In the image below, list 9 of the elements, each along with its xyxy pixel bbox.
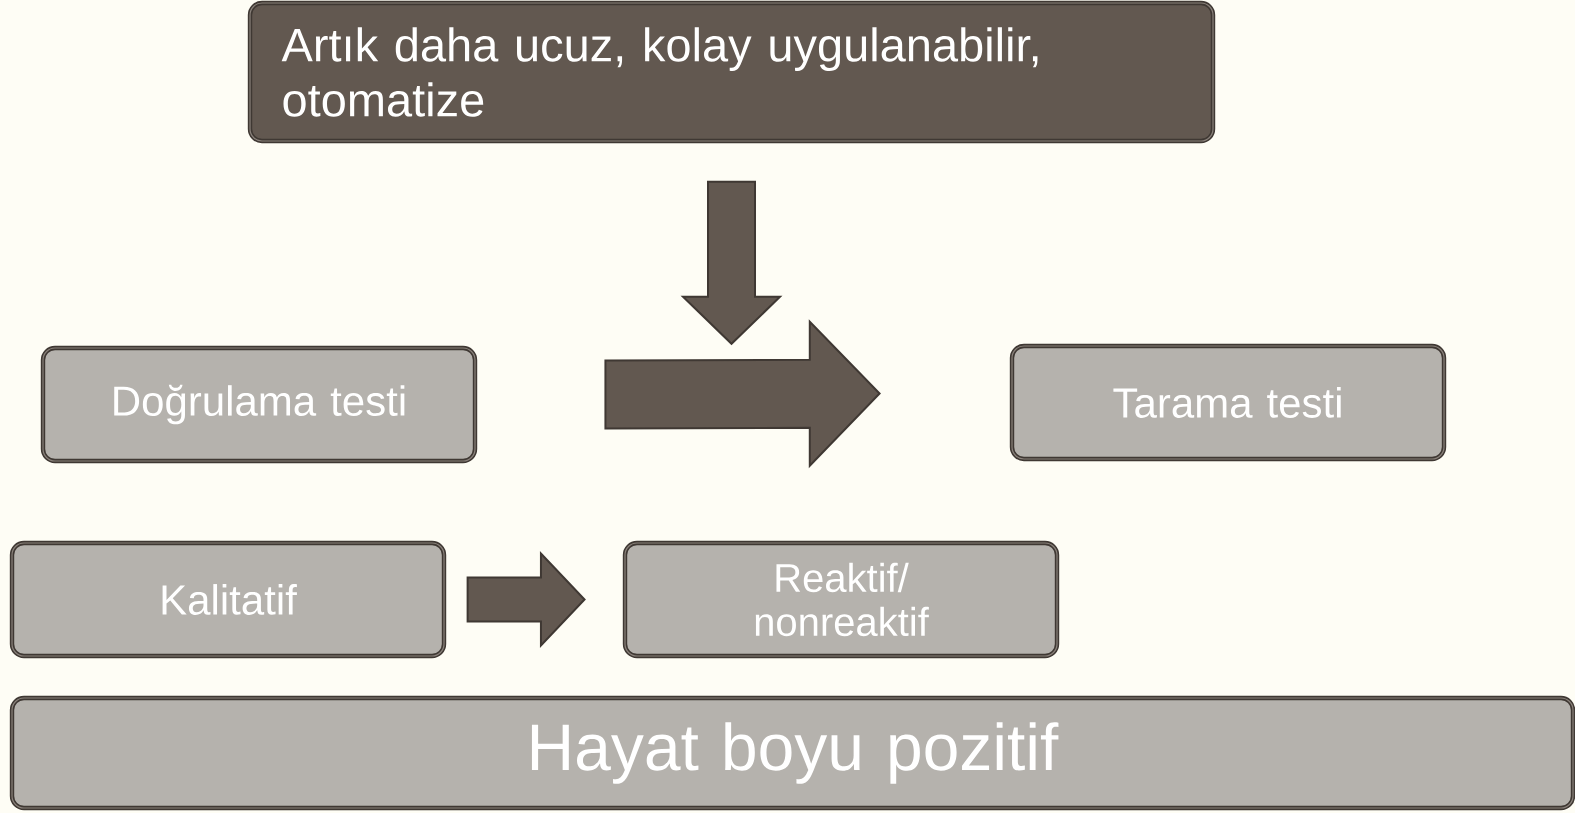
- banner-box: Hayat boyu pozitif: [9, 695, 1575, 811]
- process-box: Reaktif/ nonreaktif: [622, 540, 1060, 659]
- block-arrow: [680, 180, 783, 346]
- process-box: Doğrulama testi: [40, 345, 478, 464]
- block-arrow: [466, 551, 586, 648]
- process-box: Tarama testi: [1009, 343, 1447, 462]
- block-arrow: [604, 319, 881, 469]
- process-box: Kalitatif: [9, 540, 447, 659]
- note-box: Artık daha ucuz, kolay uygulanabilir, otomatize: [247, 0, 1216, 144]
